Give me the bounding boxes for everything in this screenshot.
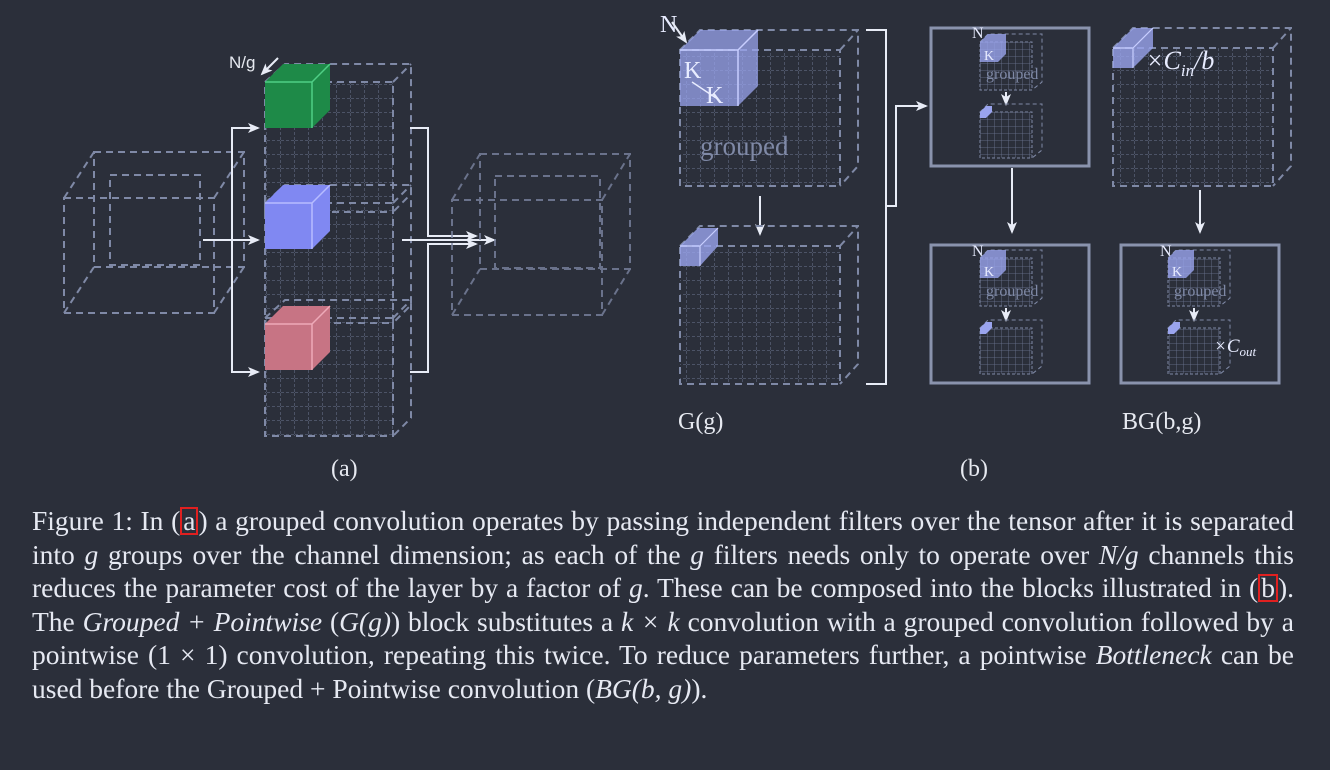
panel-a: N/g (a) xyxy=(63,53,631,482)
red-filter-cube xyxy=(265,305,331,370)
bg-block-mini: N K grouped ×Cout xyxy=(1119,243,1281,385)
panel-a-label: (a) xyxy=(331,456,358,482)
cin-label: ×Cin/b xyxy=(1146,46,1214,80)
k-label-1: K xyxy=(684,58,702,84)
ref-a-link[interactable]: a xyxy=(180,507,199,535)
k-label-mini-2: K xyxy=(984,265,994,280)
grouped-label-mini-3: grouped xyxy=(1174,283,1226,300)
panel-b: K K grouped N G(g) N K group xyxy=(660,12,1292,482)
n-label-large: N xyxy=(660,12,677,38)
grouped-label-mini-1: grouped xyxy=(986,66,1038,83)
n-label-mini-3: N xyxy=(1160,243,1172,260)
blue-filter-cube xyxy=(265,184,331,249)
grouped-label-mini-2: grouped xyxy=(986,283,1038,300)
panel-b-label: (b) xyxy=(960,456,988,482)
g-block-grouped-tensor: K K grouped N xyxy=(660,12,859,187)
input-tensor xyxy=(63,151,245,314)
n-label-mini-1: N xyxy=(972,25,984,42)
figure-caption: Figure 1: In (a) a grouped convolution o… xyxy=(32,505,1295,704)
g-block-mini-bottom: N K grouped xyxy=(929,243,1091,385)
g-block-bracket xyxy=(866,29,887,385)
output-tensor xyxy=(451,153,631,316)
k-label-2: K xyxy=(706,83,724,109)
ref-b-link[interactable]: b xyxy=(1258,574,1278,602)
green-filter-cube xyxy=(265,63,331,128)
bg-block-label: BG(b,g) xyxy=(1122,409,1201,435)
cout-label: ×Cout xyxy=(1214,336,1257,359)
ng-label: N/g xyxy=(229,53,255,72)
bottleneck-tensor: ×Cin/b xyxy=(1112,27,1292,187)
g-block-mini-top: N K grouped xyxy=(929,25,1091,168)
g-block-label: G(g) xyxy=(678,409,723,435)
k-label-mini-1: K xyxy=(984,49,994,64)
figure-illustration: N/g (a) K K group xyxy=(63,12,1292,482)
grouped-label-large: grouped xyxy=(700,131,789,161)
k-label-mini-3: K xyxy=(1172,265,1182,280)
n-label-mini-2: N xyxy=(972,243,984,260)
g-block-pointwise-tensor xyxy=(679,225,859,385)
